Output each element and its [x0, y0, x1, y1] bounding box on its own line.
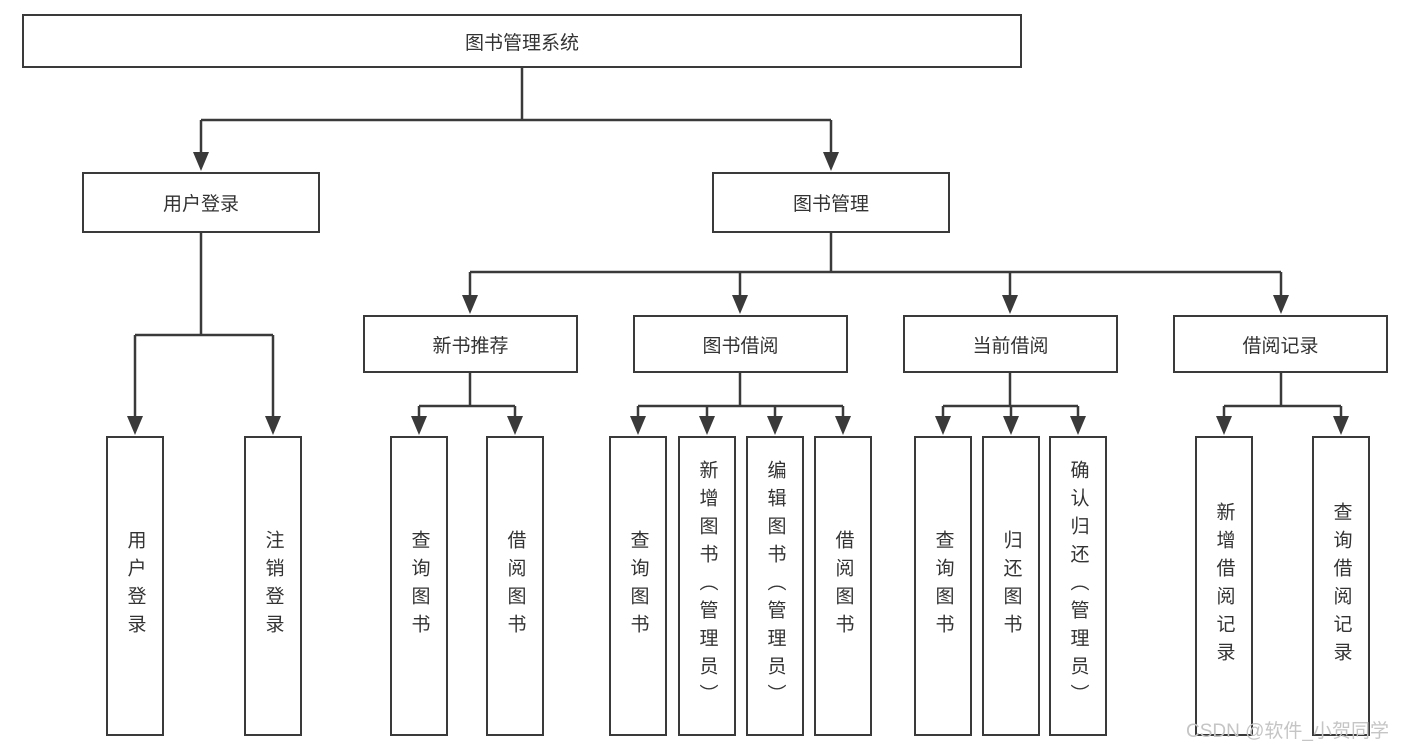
node-book-borrowing: 图书借阅: [633, 315, 848, 373]
leaf-query-borrow-record-label: 查询借阅记录: [1330, 502, 1352, 670]
leaf-confirm-return-admin-label: 确认归还（管理员）: [1067, 460, 1089, 712]
leaf-user-login: 用户登录: [106, 436, 164, 736]
node-user-login: 用户登录: [82, 172, 320, 233]
leaf-user-login-label: 用户登录: [124, 530, 146, 642]
leaf-borrow-books-label: 借阅图书: [832, 530, 854, 642]
node-current-borrowing: 当前借阅: [903, 315, 1118, 373]
node-new-book-recommendation: 新书推荐: [363, 315, 578, 373]
leaf-return-books-label: 归还图书: [1000, 530, 1022, 642]
leaf-add-borrow-record-label: 新增借阅记录: [1213, 502, 1235, 670]
leaf-logout: 注销登录: [244, 436, 302, 736]
leaf-query-books-borrow: 查询图书: [609, 436, 667, 736]
node-library-management-system: 图书管理系统: [22, 14, 1022, 68]
leaf-query-books-current-label: 查询图书: [932, 530, 954, 642]
node-book-management: 图书管理: [712, 172, 950, 233]
leaf-return-books: 归还图书: [982, 436, 1040, 736]
leaf-borrow-books-new: 借阅图书: [486, 436, 544, 736]
leaf-edit-book-admin-label: 编辑图书（管理员）: [764, 460, 786, 712]
node-borrowing-records: 借阅记录: [1173, 315, 1388, 373]
leaf-confirm-return-admin: 确认归还（管理员）: [1049, 436, 1107, 736]
leaf-query-books-current: 查询图书: [914, 436, 972, 736]
leaf-query-books-new-label: 查询图书: [408, 530, 430, 642]
leaf-borrow-books: 借阅图书: [814, 436, 872, 736]
leaf-borrow-books-new-label: 借阅图书: [504, 530, 526, 642]
leaf-query-books-borrow-label: 查询图书: [627, 530, 649, 642]
leaf-query-books-new: 查询图书: [390, 436, 448, 736]
leaf-add-borrow-record: 新增借阅记录: [1195, 436, 1253, 736]
csdn-watermark: CSDN @软件_小贺同学: [1186, 721, 1389, 742]
leaf-edit-book-admin: 编辑图书（管理员）: [746, 436, 804, 736]
leaf-logout-label: 注销登录: [262, 530, 284, 642]
leaf-add-book-admin-label: 新增图书（管理员）: [696, 460, 718, 712]
leaf-add-book-admin: 新增图书（管理员）: [678, 436, 736, 736]
leaf-query-borrow-record: 查询借阅记录: [1312, 436, 1370, 736]
